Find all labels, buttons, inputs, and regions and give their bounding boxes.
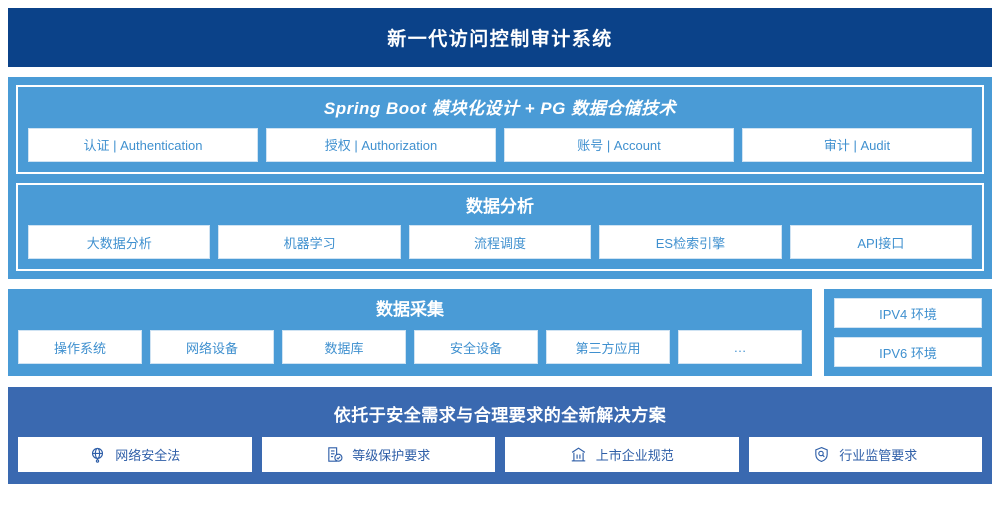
platform-group-title-spring-boot: Spring Boot 模块化设计 + PG 数据仓储技术	[323, 99, 677, 118]
card-ipv4-environment[interactable]: IPV4 环境	[834, 298, 982, 329]
card-third-party-app[interactable]: 第三方应用	[546, 330, 670, 365]
card-security-device[interactable]: 安全设备	[414, 330, 538, 365]
platform-card-row-data-analysis: 大数据分析 机器学习 流程调度 ES检索引擎 API接口	[28, 225, 973, 260]
card-cybersecurity-law-label: 网络安全法	[115, 448, 181, 464]
platform-group-title-data-analysis: 数据分析	[466, 196, 534, 216]
platform-card-row-spring-boot: 认证 | Authentication 授权 | Authorization 账…	[28, 127, 972, 162]
card-es-search-engine[interactable]: ES检索引擎	[599, 225, 782, 260]
shield-search-icon	[813, 446, 830, 463]
card-authorization[interactable]: 授权 | Authorization	[266, 127, 496, 162]
solution-title: 依托于安全需求与合理要求的全新解决方案	[333, 406, 667, 426]
card-operating-system[interactable]: 操作系统	[18, 330, 142, 365]
card-classified-protection[interactable]: 等级保护要求	[261, 437, 495, 473]
card-classified-protection-label: 等级保护要求	[352, 448, 431, 464]
globe-network-icon	[89, 446, 106, 464]
document-check-icon	[326, 446, 343, 463]
card-listed-company-standard-label: 上市企业规范	[595, 448, 674, 464]
environment-panel: IPV4 环境 IPV6 环境	[824, 289, 992, 377]
page-title: 新一代访问控制审计系统	[387, 29, 613, 50]
card-industry-regulation-label: 行业监管要求	[839, 448, 918, 464]
card-process-scheduling[interactable]: 流程调度	[408, 225, 592, 260]
collection-row: 数据采集 操作系统 网络设备 数据库 安全设备 第三方应用 … IPV4 环境 …	[8, 289, 992, 377]
card-cybersecurity-law[interactable]: 网络安全法	[18, 437, 252, 473]
solution-card-row: 网络安全法 等级保护要求	[18, 437, 982, 473]
card-big-data-analysis[interactable]: 大数据分析	[28, 225, 211, 260]
data-collection-panel: 数据采集 操作系统 网络设备 数据库 安全设备 第三方应用 …	[8, 289, 812, 377]
card-machine-learning[interactable]: 机器学习	[218, 225, 401, 260]
platform-group-data-analysis: 数据分析 大数据分析 机器学习 流程调度 ES检索引擎 API接口	[16, 182, 984, 272]
platform-group-spring-boot: Spring Boot 模块化设计 + PG 数据仓储技术 认证 | Authe…	[16, 85, 984, 174]
card-more-ellipsis[interactable]: …	[678, 330, 802, 365]
card-api-interface[interactable]: API接口	[789, 225, 973, 260]
data-collection-card-row: 操作系统 网络设备 数据库 安全设备 第三方应用 …	[18, 330, 802, 365]
bank-building-icon	[570, 446, 587, 463]
header-bar: 新一代访问控制审计系统	[8, 8, 992, 67]
card-ipv6-environment[interactable]: IPV6 环境	[834, 337, 982, 368]
card-industry-regulation[interactable]: 行业监管要求	[748, 437, 982, 473]
platform-panel: Spring Boot 模块化设计 + PG 数据仓储技术 认证 | Authe…	[8, 77, 992, 280]
card-network-device[interactable]: 网络设备	[150, 330, 274, 365]
card-account[interactable]: 账号 | Account	[504, 127, 734, 162]
data-collection-title: 数据采集	[376, 300, 444, 320]
card-database[interactable]: 数据库	[282, 330, 406, 365]
card-authentication[interactable]: 认证 | Authentication	[28, 127, 258, 162]
card-audit[interactable]: 审计 | Audit	[742, 127, 972, 162]
solution-panel: 依托于安全需求与合理要求的全新解决方案 网络安全法	[8, 387, 992, 485]
card-listed-company-standard[interactable]: 上市企业规范	[505, 437, 739, 473]
